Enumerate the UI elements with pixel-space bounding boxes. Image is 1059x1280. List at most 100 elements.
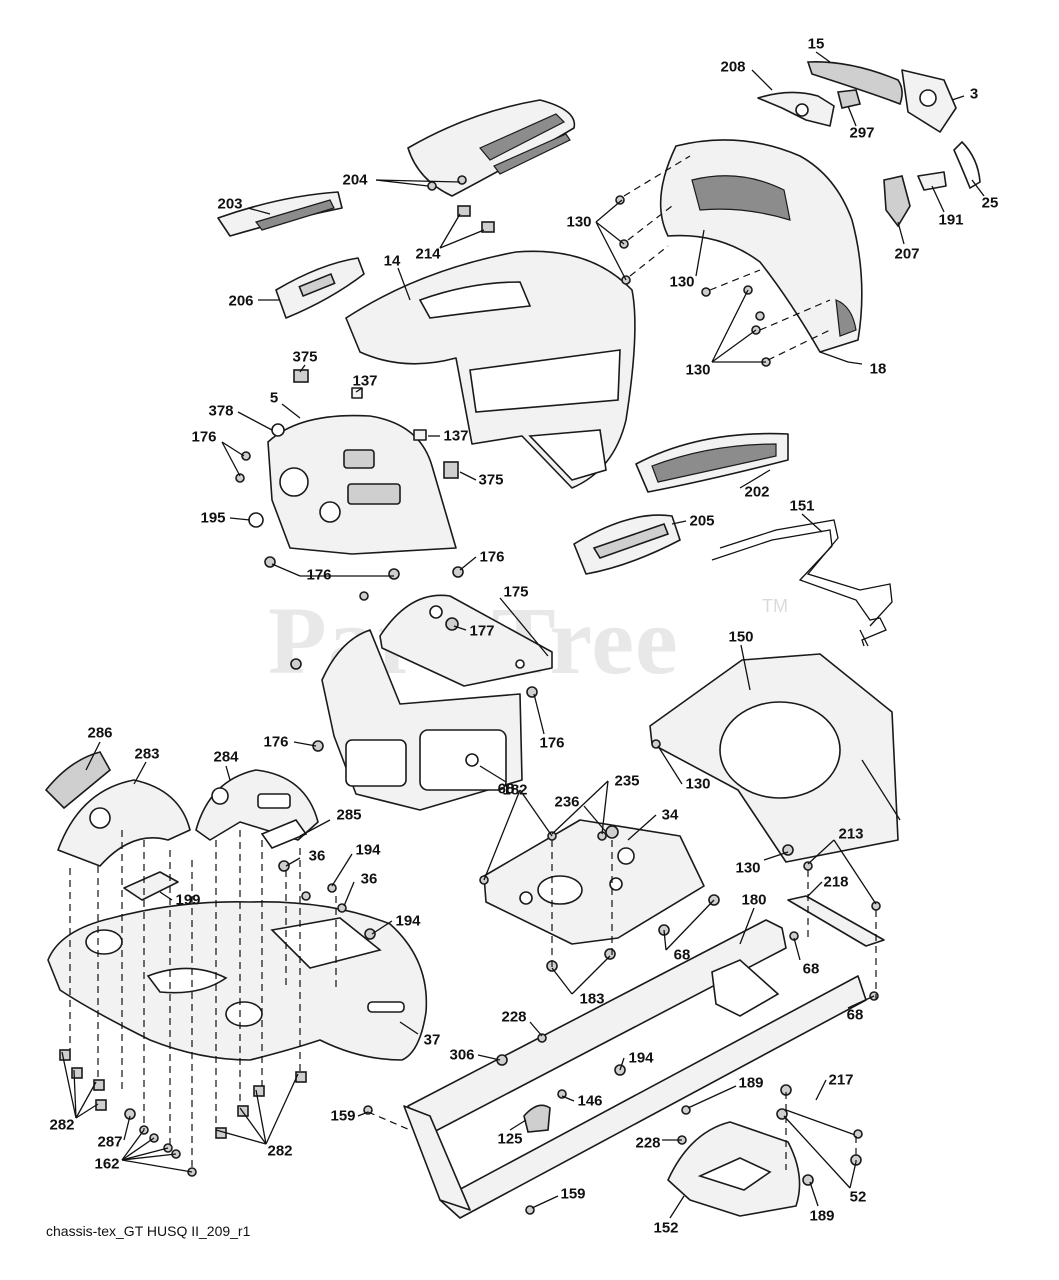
callout-130: 130 [735, 859, 761, 877]
assembly-dashed-lines [69, 155, 877, 1172]
callout-137: 137 [443, 427, 469, 445]
part-203-dash-trim [217, 191, 343, 237]
callout-375: 375 [292, 348, 318, 366]
callout-218: 218 [823, 873, 849, 891]
callout-152: 152 [653, 1219, 679, 1237]
part-207-latch [883, 175, 911, 228]
callout-203: 203 [217, 195, 243, 213]
callout-176: 176 [306, 566, 332, 584]
callout-130: 130 [566, 213, 592, 231]
callout-287: 287 [97, 1133, 123, 1151]
part-284-right-fender-cover [195, 769, 319, 841]
callout-18: 18 [869, 360, 887, 378]
callout-204: 204 [342, 171, 368, 189]
part-218-cross-bar [787, 895, 885, 947]
callout-176: 176 [191, 428, 217, 446]
callout-130: 130 [685, 775, 711, 793]
callout-285: 285 [336, 806, 362, 824]
part-199-plate [123, 871, 179, 901]
part-151-bracket [711, 519, 893, 647]
callout-378: 378 [208, 402, 234, 420]
callout-leader-lines [61, 51, 985, 1219]
part-204-vent-cover [407, 99, 576, 197]
callout-68: 68 [673, 946, 691, 964]
part-177-clip [445, 617, 459, 631]
callout-282: 282 [267, 1142, 293, 1160]
part-285-pad [260, 819, 308, 849]
callout-177: 177 [469, 622, 495, 640]
callout-228: 228 [635, 1134, 661, 1152]
part-25-seal [953, 140, 981, 190]
callout-151: 151 [789, 497, 815, 515]
callout-194: 194 [355, 841, 381, 859]
callout-162: 162 [94, 1155, 120, 1173]
callout-3: 3 [969, 85, 979, 103]
part-3-emblem-bracket [901, 69, 957, 133]
callout-199: 199 [175, 891, 201, 909]
callout-68: 68 [802, 960, 820, 978]
callout-183: 183 [579, 990, 605, 1008]
callout-375: 375 [478, 471, 504, 489]
callout-205: 205 [689, 512, 715, 530]
part-18-front-nose [659, 139, 863, 365]
callout-34: 34 [661, 806, 679, 824]
callout-159: 159 [560, 1185, 586, 1203]
callout-286: 286 [87, 724, 113, 742]
callout-15: 15 [807, 35, 825, 53]
part-217-rod [785, 1109, 859, 1137]
part-15-trim-strip [806, 61, 903, 106]
callout-235: 235 [614, 772, 640, 790]
callout-189: 189 [809, 1207, 835, 1225]
part-202-grille [635, 432, 789, 493]
callout-5: 5 [269, 389, 279, 407]
callout-130: 130 [685, 361, 711, 379]
callout-36: 36 [360, 870, 378, 888]
part-297-clip [837, 89, 862, 109]
part-5-dash-panel [267, 414, 457, 555]
part-206-panel [275, 257, 365, 319]
callout-191: 191 [938, 211, 964, 229]
callout-176: 176 [539, 734, 565, 752]
callout-159: 159 [330, 1107, 356, 1125]
callout-195: 195 [200, 509, 226, 527]
callout-297: 297 [849, 124, 875, 142]
callout-217: 217 [828, 1071, 854, 1089]
callout-180: 180 [741, 891, 767, 909]
callout-125: 125 [497, 1130, 523, 1148]
callout-306: 306 [449, 1046, 475, 1064]
callout-282: 282 [49, 1116, 75, 1134]
part-286-handle [44, 751, 112, 810]
callout-25: 25 [981, 194, 999, 212]
callout-214: 214 [415, 245, 441, 263]
part-150-floor-pan [649, 653, 901, 863]
callout-202: 202 [744, 483, 770, 501]
part-182-pedestal [321, 629, 523, 811]
callout-150: 150 [728, 628, 754, 646]
callout-176: 176 [479, 548, 505, 566]
part-34-mount-plate [483, 819, 705, 945]
part-125-guard [523, 1104, 551, 1133]
callout-283: 283 [134, 745, 160, 763]
callout-37: 37 [423, 1031, 441, 1049]
callout-52: 52 [849, 1188, 867, 1206]
drawing-id-label: chassis-tex_GT HUSQ II_209_r1 [46, 1223, 251, 1239]
part-175-plate [379, 594, 553, 687]
callout-130: 130 [669, 273, 695, 291]
callout-236: 236 [554, 793, 580, 811]
callout-284: 284 [213, 748, 239, 766]
callout-194: 194 [395, 912, 421, 930]
callout-213: 213 [838, 825, 864, 843]
callout-14: 14 [383, 252, 401, 270]
callout-208: 208 [720, 58, 746, 76]
watermark-trademark: TM [762, 596, 788, 616]
part-208-bracket [757, 91, 835, 127]
part-378-195-knobs [248, 423, 285, 528]
part-191-clip [917, 171, 947, 191]
callout-194: 194 [628, 1049, 654, 1067]
part-205-scoop [573, 514, 681, 575]
callout-189: 189 [738, 1074, 764, 1092]
part-14-hood [345, 250, 636, 489]
callout-175: 175 [503, 583, 529, 601]
